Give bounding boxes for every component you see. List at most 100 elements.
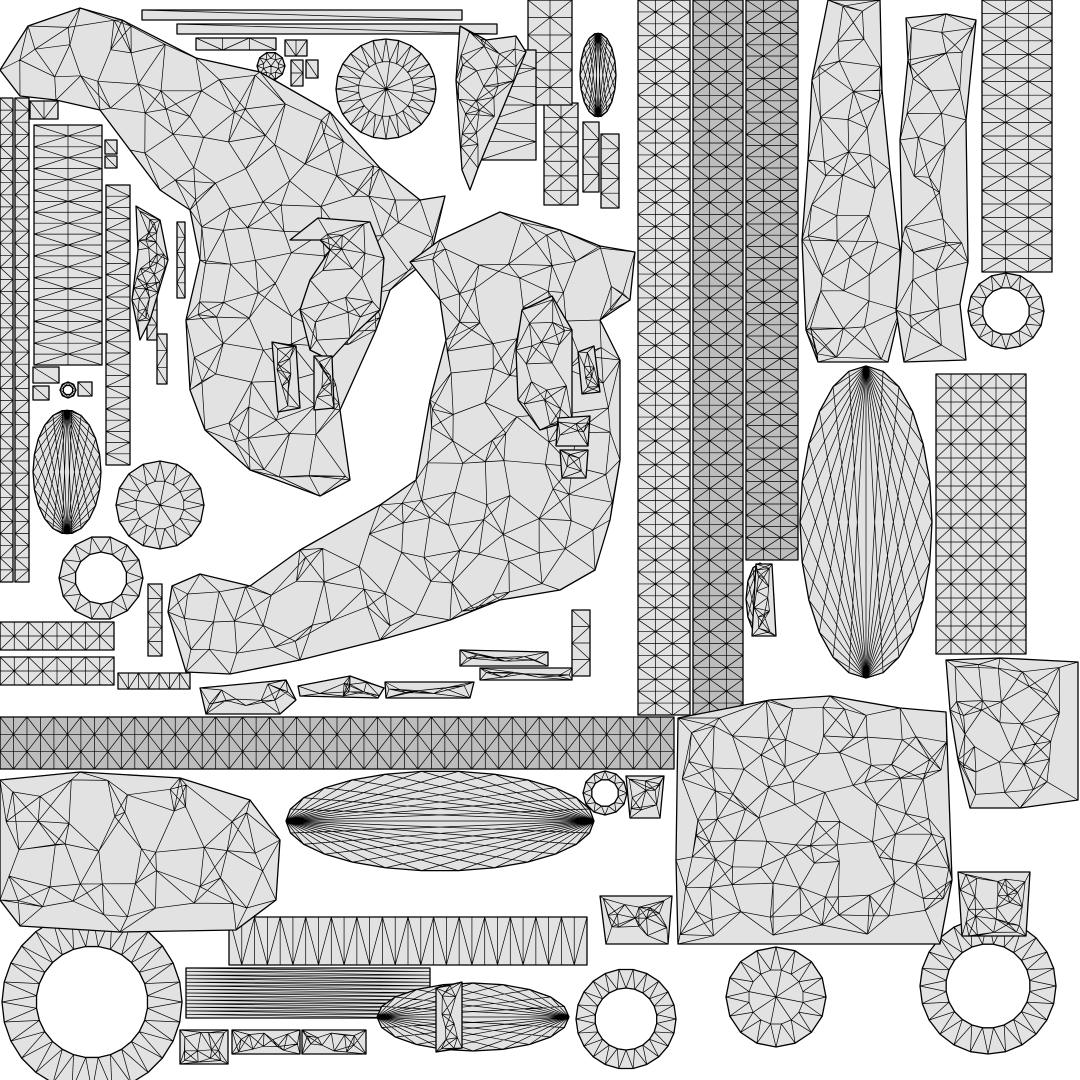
tiny-tile-40	[32, 385, 50, 401]
island-wire	[271, 341, 301, 413]
island-wire	[675, 695, 953, 945]
island-wire	[199, 679, 297, 715]
vertical-column-5	[637, 0, 691, 716]
island-wire	[29, 100, 59, 120]
large-cloth-67	[675, 695, 953, 945]
island-wire	[751, 563, 777, 637]
curl-strip-74	[455, 25, 527, 191]
island-wire	[479, 667, 573, 681]
grid-panel-12	[935, 373, 1027, 655]
small-mesh-82	[625, 775, 665, 819]
island-wire	[692, 0, 744, 716]
small-lens-37	[579, 32, 617, 118]
island-wire	[117, 672, 191, 690]
island-wire	[582, 121, 600, 193]
island-wire	[284, 39, 308, 57]
small-strip-31	[195, 37, 277, 51]
tiny-tile-39	[77, 381, 93, 397]
island-hole	[982, 287, 1030, 335]
island-wire	[0, 656, 115, 686]
island-wire	[579, 32, 617, 118]
island-hole	[945, 943, 1031, 1029]
island-hole	[35, 945, 149, 1059]
bottle-shape-65	[895, 13, 977, 363]
shield-panel-68	[0, 771, 281, 933]
triangle-ladder-3	[33, 124, 103, 366]
small-mesh-77	[577, 345, 601, 395]
island-outline	[32, 409, 102, 535]
collar-mesh-81	[957, 871, 1031, 937]
island-wire	[637, 0, 691, 716]
island-wire	[571, 609, 591, 677]
island-wire	[455, 25, 527, 171]
island-wire	[290, 59, 304, 87]
island-wire	[935, 373, 1027, 655]
island-wire	[176, 23, 498, 35]
island-wire	[104, 139, 118, 155]
small-mesh-84	[231, 1029, 301, 1055]
island-wire	[459, 649, 549, 667]
tiny-tile-38	[32, 366, 60, 384]
island-hole	[74, 551, 128, 605]
tiny-tile-28	[104, 155, 118, 169]
island-wire	[147, 583, 163, 657]
island-hole	[594, 987, 658, 1051]
tiny-tile-27	[104, 139, 118, 155]
body-panel-60	[0, 7, 446, 497]
round-cap-41	[335, 38, 437, 140]
island-wire	[228, 916, 588, 966]
horizontal-band-8	[0, 716, 675, 770]
island-wire	[599, 895, 673, 945]
island-wire	[625, 775, 665, 819]
island-wire	[256, 52, 286, 80]
small-strip-34	[305, 59, 319, 79]
island-wire	[543, 102, 579, 206]
small-strip-9	[0, 621, 115, 651]
oval-ring-57	[1, 911, 183, 1080]
inner-curl-62	[289, 217, 385, 361]
island-outline	[179, 1029, 229, 1065]
thin-bar-16	[141, 9, 463, 21]
small-mesh-83	[435, 981, 463, 1053]
small-mesh-70	[297, 675, 385, 699]
tiny-ring-45	[59, 381, 77, 399]
small-strip-19	[571, 609, 591, 677]
left-edge-strip-2	[14, 97, 30, 583]
island-wire	[600, 133, 620, 209]
small-strip-25	[156, 333, 168, 385]
island-wire	[105, 184, 131, 466]
island-wire	[555, 415, 591, 447]
island-wire	[77, 381, 93, 397]
island-wire	[104, 155, 118, 169]
island-wire	[725, 946, 827, 1048]
island-wire	[313, 355, 335, 411]
island-outline	[199, 679, 297, 715]
island-wire	[745, 0, 799, 561]
island-wire	[0, 771, 281, 933]
small-mesh-79	[559, 449, 589, 479]
small-strip-18	[147, 583, 163, 657]
small-mesh-75	[271, 341, 301, 413]
small-strip-10	[0, 656, 115, 686]
thin-crescent-87	[131, 205, 169, 341]
long-band-14	[228, 916, 588, 966]
island-wire	[297, 675, 385, 699]
island-wire	[957, 871, 1031, 937]
island-wire	[559, 449, 589, 479]
small-mesh-73	[479, 667, 573, 681]
island-wire	[435, 981, 463, 1053]
grid-panel-13	[981, 0, 1053, 273]
island-wire	[131, 205, 169, 341]
island-wire	[32, 409, 102, 535]
island-wire	[141, 9, 463, 21]
vertical-column-6	[692, 0, 744, 716]
island-wire	[0, 716, 675, 770]
small-strip-21	[600, 133, 620, 209]
small-mesh-69	[199, 679, 297, 715]
island-wire	[156, 333, 168, 385]
island-wire	[577, 345, 601, 395]
triangle-ladder-4	[105, 184, 131, 466]
island-wire	[176, 221, 186, 299]
curved-grid-66	[945, 657, 1079, 809]
